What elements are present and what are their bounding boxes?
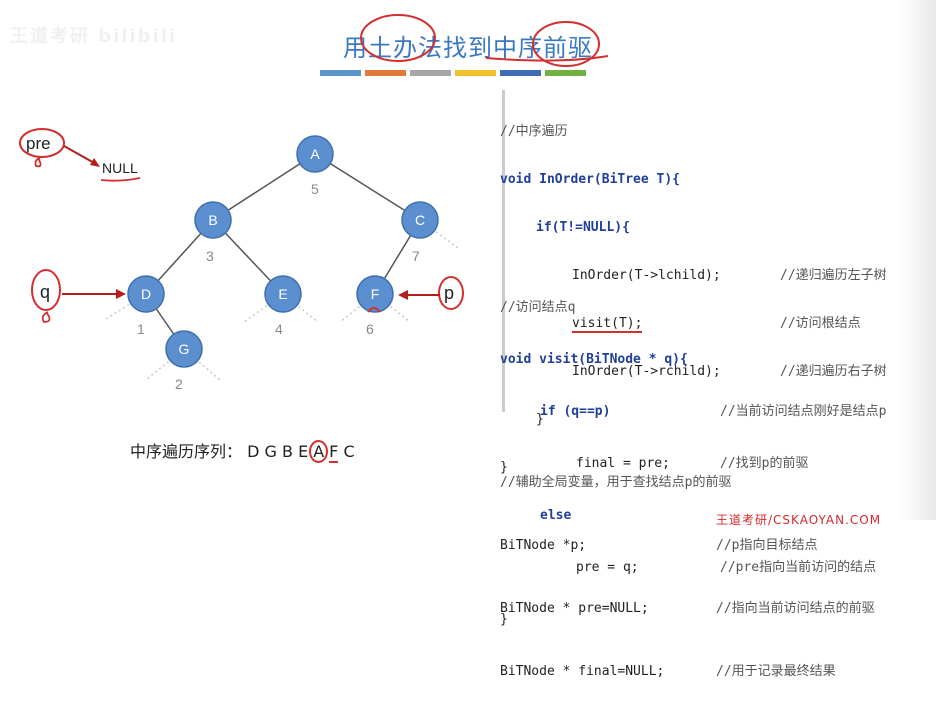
code-line: BiTNode * pre=NULL; //指向当前访问结点的前驱 — [500, 598, 875, 619]
code-text: BiTNode * final=NULL; — [500, 664, 665, 679]
tree-node-c: C — [401, 201, 439, 239]
sequence-item: E — [298, 442, 309, 461]
sequence-item: D — [247, 442, 260, 461]
aux-vars-code-block: //辅助全局变量，用于查找结点p的前驱 BiTNode *p; //p指向目标结点… — [500, 430, 875, 703]
code-text: final = pre; — [576, 456, 670, 471]
node-label-f: F — [371, 286, 380, 302]
code-text: void visit(BiTNode * q){ — [500, 352, 688, 367]
code-comment: //找到p的前驱 — [720, 456, 809, 471]
tree-node-f: F — [356, 275, 394, 313]
order-number-f: 6 — [366, 321, 374, 337]
code-line: InOrder(T->lchild); //递归遍历左子树 — [500, 268, 887, 284]
code-text: BiTNode *p; — [500, 538, 587, 553]
edge-a-c — [314, 153, 421, 221]
code-line: } — [536, 412, 544, 427]
code-comment: //递归遍历左子树 — [780, 268, 887, 283]
code-line: if(T!=NULL){ — [500, 220, 721, 236]
code-comment: //pre指向当前访问的结点 — [720, 560, 877, 575]
code-text: BiTNode * pre=NULL; — [500, 601, 649, 616]
code-text: else — [540, 508, 572, 523]
q-circle — [31, 269, 61, 311]
null-pointer-stubs — [103, 219, 459, 381]
code-line: else — [500, 508, 688, 524]
node-label-e: E — [278, 286, 287, 302]
title-color-bar — [320, 70, 586, 76]
code-comment: //访问根结点 — [780, 316, 861, 331]
tree-node-b: B — [194, 201, 232, 239]
tree-node-g: G — [165, 330, 203, 368]
tree-node-a: A — [296, 135, 334, 173]
title-annotations — [360, 14, 609, 67]
code-line: InOrder(T->rchild); //递归遍历右子树 — [500, 364, 887, 380]
pre-circle — [19, 128, 65, 158]
code-comment: //递归遍历右子树 — [780, 364, 887, 379]
code-line: } — [500, 460, 508, 475]
code-text: visit(T); — [572, 316, 643, 333]
order-number-d: 1 — [137, 321, 145, 337]
code-comment: //当前访问结点刚好是结点p — [720, 404, 887, 419]
code-text: InOrder(T->rchild); — [572, 364, 721, 379]
code-text: if(T!=NULL){ — [536, 220, 630, 235]
code-comment: //指向当前访问结点的前驱 — [716, 601, 875, 616]
code-comment: //辅助全局变量，用于查找结点p的前驱 — [500, 475, 732, 490]
right-edge-shade — [900, 0, 936, 520]
sequence-item-f-underlined: F — [329, 442, 339, 463]
p-circle — [438, 276, 464, 310]
binary-tree-diagram: A B C D E F G 5 3 7 1 4 6 2 pre NULL q — [19, 128, 464, 392]
tree-node-e: E — [264, 275, 302, 313]
code-text: InOrder(T->lchild); — [572, 268, 721, 283]
color-bar-segment — [365, 70, 406, 76]
q-label: q — [40, 282, 50, 302]
color-bar-segment — [455, 70, 496, 76]
sequence-item: G — [264, 442, 277, 461]
order-number-e: 4 — [275, 321, 283, 337]
color-bar-segment — [410, 70, 451, 76]
node-label-d: D — [141, 286, 151, 302]
tree-node-d: D — [127, 275, 165, 313]
edge-a-b — [212, 153, 316, 221]
watermark-logo: 王道考研 bilibili — [10, 26, 178, 47]
code-comment: //p指向目标结点 — [716, 538, 818, 553]
code-text: if (q==p) — [540, 404, 611, 419]
code-comment: //用于记录最终结果 — [716, 664, 836, 679]
node-label-g: G — [179, 341, 190, 357]
p-label: p — [444, 283, 454, 303]
code-line: BiTNode *p; //p指向目标结点 — [500, 535, 817, 556]
code-line: if (q==p) //当前访问结点刚好是结点p — [500, 404, 886, 420]
null-label: NULL — [102, 160, 138, 176]
code-text: void InOrder(BiTree T){ — [500, 172, 681, 187]
code-separator — [502, 90, 505, 348]
sequence-item-a-circled: A — [309, 440, 329, 463]
code-line: void InOrder(BiTree T){ — [500, 172, 721, 188]
code-comment: //访问结点q — [500, 300, 576, 315]
color-bar-segment — [320, 70, 361, 76]
sequence-item: B — [282, 442, 294, 461]
code-line: BiTNode * final=NULL; //用于记录最终结果 — [500, 661, 836, 682]
slide-title: 用土办法找到中序前驱 — [343, 34, 593, 62]
pre-label: pre — [26, 134, 51, 153]
sequence-label: 中序遍历序列： — [130, 442, 243, 461]
inorder-code-block: //中序遍历 void InOrder(BiTree T){ if(T!=NUL… — [500, 92, 887, 492]
node-label-a: A — [310, 146, 320, 162]
color-bar-segment — [500, 70, 541, 76]
order-number-a: 5 — [311, 181, 319, 197]
node-label-b: B — [208, 212, 217, 228]
order-number-b: 3 — [206, 248, 214, 264]
code-separator — [502, 262, 505, 412]
order-number-c: 7 — [412, 248, 420, 264]
node-label-c: C — [415, 212, 425, 228]
code-line: visit(T); //访问根结点 — [500, 316, 861, 333]
sequence-item: C — [343, 442, 355, 461]
code-line: final = pre; //找到p的前驱 — [500, 456, 808, 472]
order-number-g: 2 — [175, 376, 183, 392]
code-line: void visit(BiTNode * q){ — [500, 352, 688, 368]
code-comment: //中序遍历 — [500, 124, 568, 139]
color-bar-segment — [545, 70, 586, 76]
